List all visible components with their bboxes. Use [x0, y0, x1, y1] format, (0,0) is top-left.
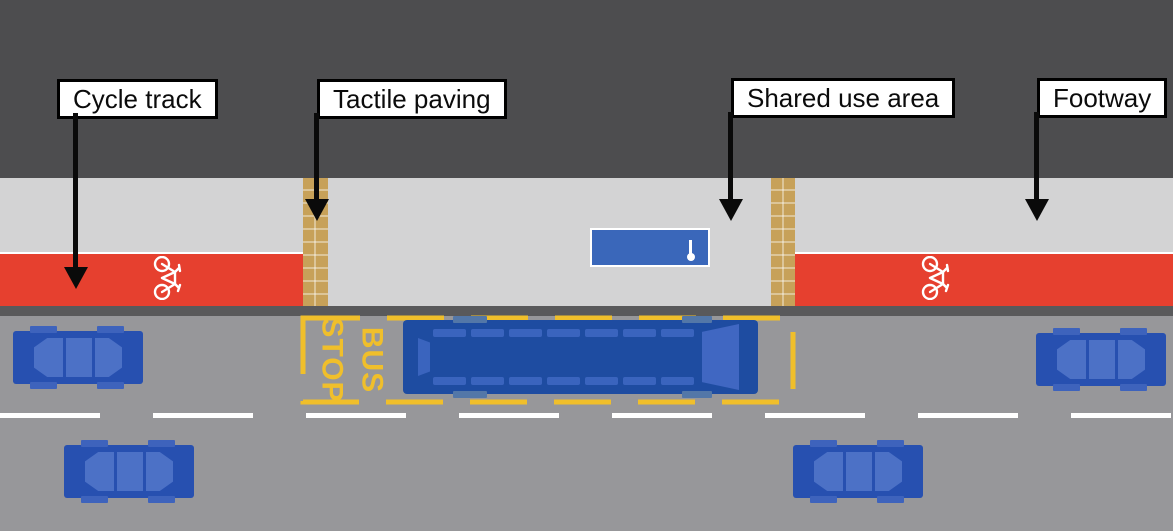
car-glass: [1057, 340, 1145, 379]
car-glass: [34, 338, 122, 377]
bus-window: [585, 329, 618, 337]
arrow-down-icon: [1034, 112, 1039, 201]
bus-window: [547, 377, 580, 385]
bus-shelter: [590, 228, 710, 267]
car-roof-seam: [114, 452, 117, 491]
car-wheel: [810, 496, 837, 503]
car-wheel: [1053, 328, 1080, 335]
bus-window: [547, 329, 580, 337]
cycle-symbol-right: [914, 255, 958, 301]
bus-window: [661, 377, 694, 385]
car-wheel: [877, 440, 904, 447]
bus-window: [471, 377, 504, 385]
bus-rear-window: [418, 338, 430, 376]
bus-stop-road-text: BUS STOP: [306, 317, 398, 403]
bus-window: [509, 329, 542, 337]
car-roof-seam: [63, 338, 66, 377]
arrow-down-icon: [305, 199, 329, 221]
bicycle-icon: [921, 255, 950, 301]
bus-stop-text-line1: BUS: [355, 326, 389, 394]
arrow-down-icon: [719, 199, 743, 221]
centre-lane-marking: [0, 413, 1173, 418]
car: [13, 326, 143, 389]
bus-window: [509, 377, 542, 385]
bus-stop-text-line2: STOP: [315, 317, 349, 403]
car-wheel: [148, 496, 175, 503]
cycle-symbol-left: [146, 255, 190, 301]
bus: [403, 316, 758, 398]
car-wheel: [97, 326, 124, 333]
car-wheel: [1120, 328, 1147, 335]
car-wheel: [148, 440, 175, 447]
car-wheel: [81, 496, 108, 503]
arrow-down-icon: [728, 112, 733, 201]
label-footway: Footway: [1037, 78, 1168, 118]
car-wheel: [1053, 384, 1080, 391]
bus-stop-cage-marking: [300, 315, 796, 405]
bus-window: [661, 329, 694, 337]
arrow-down-icon: [1025, 199, 1049, 221]
bus-window: [433, 377, 466, 385]
car-wheel: [30, 382, 57, 389]
bus-window: [623, 377, 656, 385]
car-wheel: [30, 326, 57, 333]
car-roof-seam: [1115, 340, 1118, 379]
bus-stop-pole-icon: [687, 253, 695, 261]
label-tactile-paving: Tactile paving: [317, 79, 507, 119]
bus-window: [585, 377, 618, 385]
bus-window: [433, 329, 466, 337]
kerb-edge: [0, 306, 1173, 316]
label-shared-use-area: Shared use area: [731, 78, 956, 118]
car-wheel: [97, 382, 124, 389]
bus-door-marker: [453, 316, 487, 323]
bus-windscreen: [702, 324, 739, 390]
car-roof-seam: [92, 338, 95, 377]
car: [1036, 328, 1166, 391]
bus-door-marker: [453, 391, 487, 398]
bus-door-marker: [682, 391, 712, 398]
car-wheel: [810, 440, 837, 447]
car-roof-seam: [143, 452, 146, 491]
car-wheel: [81, 440, 108, 447]
arrow-down-icon: [73, 113, 78, 269]
bus-stop-pole-icon: [689, 240, 692, 254]
cycle-track-left: [0, 252, 303, 306]
arrow-down-icon: [314, 113, 319, 201]
car-wheel: [1120, 384, 1147, 391]
bus-door-marker: [682, 316, 712, 323]
bicycle-icon: [153, 255, 182, 301]
car-roof-seam: [872, 452, 875, 491]
car: [64, 440, 194, 503]
cycle-track-right: [795, 252, 1173, 306]
car-glass: [814, 452, 902, 491]
tactile-paving-right: [771, 178, 795, 306]
arrow-down-icon: [64, 267, 88, 289]
bus-window: [623, 329, 656, 337]
label-cycle-track: Cycle track: [57, 79, 218, 119]
car-roof-seam: [1086, 340, 1089, 379]
car: [793, 440, 923, 503]
car-glass: [85, 452, 173, 491]
car-wheel: [877, 496, 904, 503]
bus-window: [471, 329, 504, 337]
car-roof-seam: [843, 452, 846, 491]
